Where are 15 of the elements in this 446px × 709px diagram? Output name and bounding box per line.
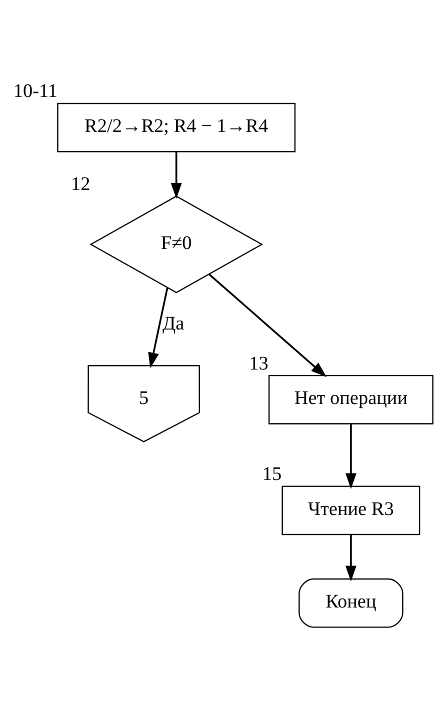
- node-diamond: F≠0: [90, 196, 264, 294]
- edge-label: Да: [162, 314, 184, 335]
- arrow: [170, 152, 182, 199]
- arrow: [148, 288, 168, 368]
- node-label: 10-11: [13, 81, 58, 102]
- node-box: Нет операции: [268, 374, 434, 424]
- node-label: 15: [262, 464, 282, 486]
- node-box: R2/2→R2; R4 − 1→R4: [57, 102, 296, 152]
- node-label: 13: [249, 353, 268, 374]
- arrow: [345, 424, 356, 489]
- node-box: Чтение R3: [282, 486, 420, 536]
- arrow: [208, 274, 327, 378]
- arrow: [345, 534, 356, 582]
- node-box: Конец: [298, 578, 404, 628]
- node-label: 12: [70, 174, 90, 195]
